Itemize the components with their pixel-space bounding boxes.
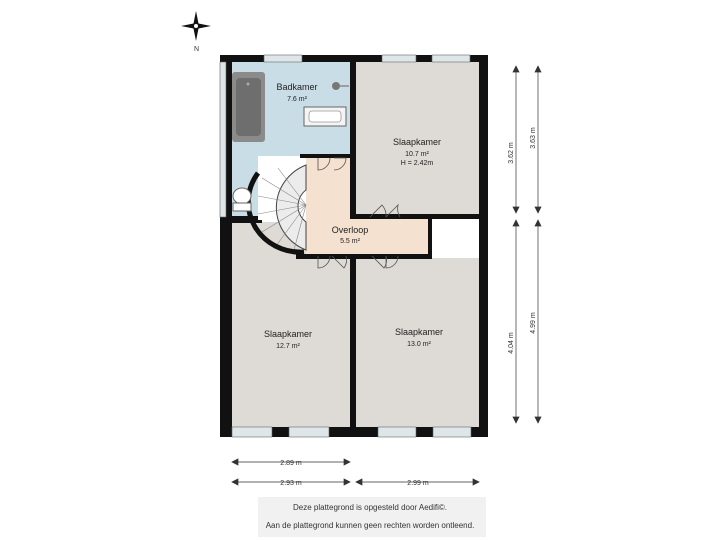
dim-bottom-upper: 2.89 m (280, 460, 302, 467)
toilet-icon (232, 187, 252, 212)
shower-icon (332, 82, 349, 90)
room-area-slaapkamer-ne: 10.7 m² (405, 151, 429, 158)
dim-bottom-lower-right: 2.99 m (407, 480, 429, 487)
dim-right-outer-top: 3.63 m (530, 127, 537, 149)
room-name-slaapkamer-sw: Slaapkamer (264, 329, 312, 339)
room-name-slaapkamer-ne: Slaapkamer (393, 137, 441, 147)
room-area-slaapkamer-se: 13.0 m² (407, 341, 431, 348)
dimension-lines-right (512, 65, 542, 424)
room-name-slaapkamer-se: Slaapkamer (395, 327, 443, 337)
room-area-overloop: 5.5 m² (340, 238, 361, 245)
landing-floor (306, 158, 428, 256)
dim-right-outer-bottom: 4.99 m (530, 312, 537, 334)
footer-box (258, 497, 486, 537)
bedroom-ne-floor (356, 62, 479, 217)
sink-icon (303, 106, 347, 127)
windows (219, 54, 472, 438)
footer-line-2: Aan de plattegrond kunnen geen rechten w… (266, 521, 475, 530)
room-name-badkamer: Badkamer (276, 82, 317, 92)
dimension-lines-bottom (231, 458, 480, 486)
room-name-overloop: Overloop (332, 225, 369, 235)
bedroom-se-floor (356, 258, 479, 427)
bathtub-icon (232, 72, 265, 142)
footer-line-1: Deze plattegrond is opgesteld door Aedif… (293, 503, 447, 512)
room-area-badkamer: 7.6 m² (287, 96, 308, 103)
room-area-slaapkamer-sw: 12.7 m² (276, 343, 300, 350)
dim-right-inner-bottom: 4.04 m (508, 332, 515, 354)
room-height-slaapkamer-ne: H = 2.42m (401, 160, 434, 167)
compass-icon (181, 11, 211, 41)
dim-bottom-lower-left: 2.93 m (280, 480, 302, 487)
north-label: N (194, 46, 199, 53)
staircase-icon (245, 164, 307, 255)
doors (317, 157, 401, 269)
dim-right-inner-top: 3.62 m (508, 142, 515, 164)
